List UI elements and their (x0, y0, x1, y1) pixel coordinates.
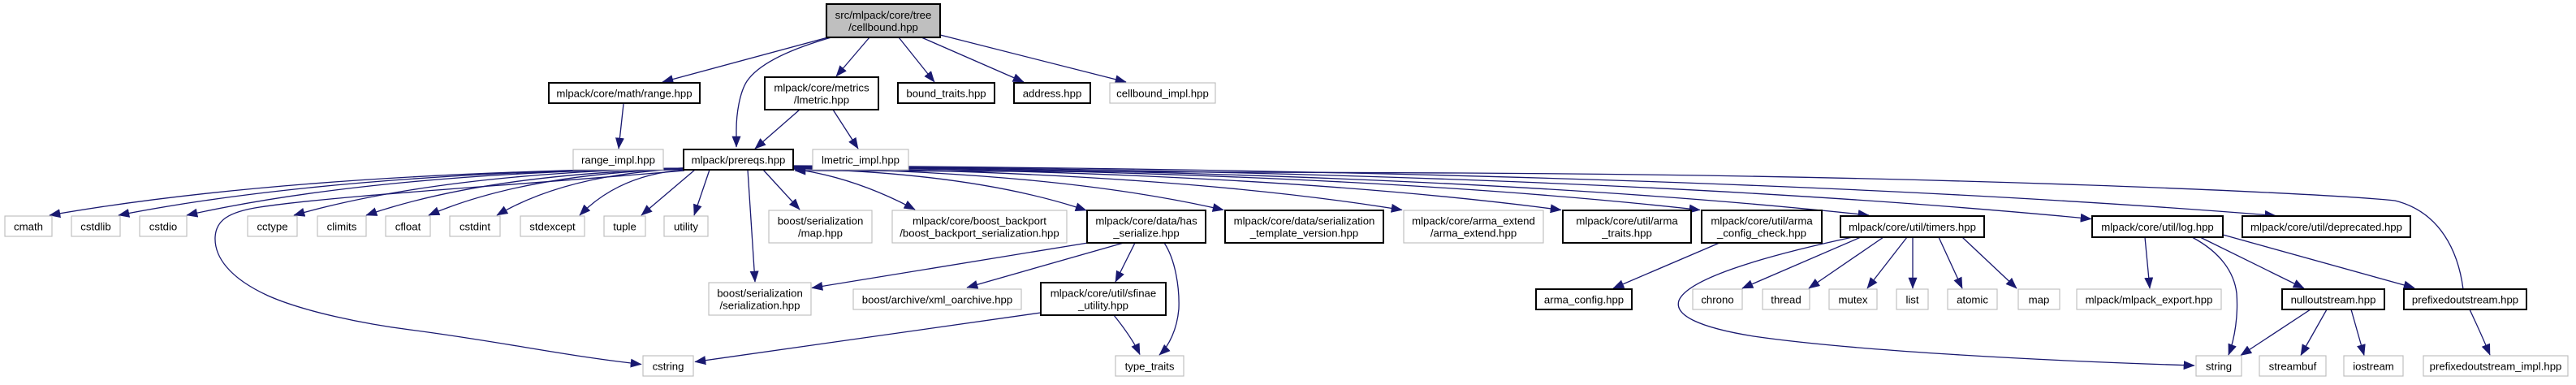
svg-text:thread: thread (1771, 293, 1801, 305)
svg-text:cfloat: cfloat (395, 220, 421, 232)
svg-text:atomic: atomic (1957, 293, 1988, 305)
svg-text:/lmetric.hpp: /lmetric.hpp (794, 93, 849, 106)
svg-text:utility: utility (674, 220, 698, 232)
svg-text:mlpack/core/boost_backport: mlpack/core/boost_backport (913, 214, 1046, 227)
svg-text:type_traits: type_traits (1125, 360, 1175, 372)
svg-text:prefixedoutstream_impl.hpp: prefixedoutstream_impl.hpp (2430, 360, 2562, 372)
svg-text:/serialization.hpp: /serialization.hpp (720, 299, 800, 311)
svg-text:/cellbound.hpp: /cellbound.hpp (848, 21, 918, 33)
svg-text:/boost_backport_serialization.: /boost_backport_serialization.hpp (900, 227, 1059, 239)
svg-text:cctype: cctype (257, 220, 287, 232)
svg-text:mlpack/core/util/arma: mlpack/core/util/arma (1711, 214, 1813, 227)
svg-text:boost/serialization: boost/serialization (778, 214, 864, 227)
svg-text:nulloutstream.hpp: nulloutstream.hpp (2291, 293, 2376, 305)
svg-text:boost/serialization: boost/serialization (717, 287, 803, 299)
svg-text:list: list (1905, 293, 1918, 305)
svg-text:mlpack/core/util/log.hpp: mlpack/core/util/log.hpp (2101, 221, 2214, 233)
svg-text:bound_traits.hpp: bound_traits.hpp (906, 87, 986, 99)
svg-text:src/mlpack/core/tree: src/mlpack/core/tree (835, 9, 932, 21)
svg-text:prefixedoutstream.hpp: prefixedoutstream.hpp (2412, 293, 2518, 305)
svg-text:_config_check.hpp: _config_check.hpp (1716, 227, 1806, 239)
svg-text:cstring: cstring (653, 360, 684, 372)
svg-text:climits: climits (327, 220, 357, 232)
svg-text:mlpack/core/metrics: mlpack/core/metrics (774, 81, 869, 93)
svg-text:address.hpp: address.hpp (1023, 87, 1082, 99)
svg-text:_utility.hpp: _utility.hpp (1077, 299, 1128, 311)
svg-text:cmath: cmath (14, 220, 43, 232)
svg-text:string: string (2206, 360, 2232, 372)
svg-text:tuple: tuple (613, 220, 636, 232)
svg-text:_traits.hpp: _traits.hpp (1601, 227, 1652, 239)
svg-text:mlpack/core/util/sfinae: mlpack/core/util/sfinae (1051, 287, 1156, 299)
svg-text:cstdio: cstdio (149, 220, 177, 232)
svg-text:cstdlib: cstdlib (80, 220, 110, 232)
svg-text:mlpack/core/arma_extend: mlpack/core/arma_extend (1412, 214, 1535, 227)
svg-text:streambuf: streambuf (2269, 360, 2317, 372)
svg-text:range_impl.hpp: range_impl.hpp (581, 154, 655, 166)
svg-text:boost/archive/xml_oarchive.hpp: boost/archive/xml_oarchive.hpp (862, 293, 1012, 305)
svg-text:cstdint: cstdint (460, 220, 490, 232)
svg-text:stdexcept: stdexcept (529, 220, 576, 232)
svg-text:cellbound_impl.hpp: cellbound_impl.hpp (1116, 87, 1209, 99)
svg-text:mlpack/core/data/serialization: mlpack/core/data/serialization (1234, 214, 1375, 227)
svg-text:iostream: iostream (2353, 360, 2394, 372)
svg-text:mlpack/core/util/arma: mlpack/core/util/arma (1576, 214, 1678, 227)
svg-text:/arma_extend.hpp: /arma_extend.hpp (1430, 227, 1517, 239)
svg-text:mlpack/core/util/deprecated.hp: mlpack/core/util/deprecated.hpp (2250, 221, 2402, 233)
svg-text:mlpack/core/util/timers.hpp: mlpack/core/util/timers.hpp (1849, 221, 1976, 233)
svg-text:arma_config.hpp: arma_config.hpp (1544, 293, 1624, 305)
svg-text:mutex: mutex (1839, 293, 1868, 305)
svg-text:mlpack/core/math/range.hpp: mlpack/core/math/range.hpp (556, 87, 692, 99)
svg-text:lmetric_impl.hpp: lmetric_impl.hpp (822, 154, 900, 166)
svg-text:/map.hpp: /map.hpp (798, 227, 843, 239)
svg-text:mlpack/core/data/has: mlpack/core/data/has (1095, 214, 1197, 227)
svg-text:map: map (2029, 293, 2050, 305)
svg-text:_serialize.hpp: _serialize.hpp (1112, 227, 1179, 239)
svg-text:chrono: chrono (1701, 293, 1733, 305)
svg-text:mlpack/prereqs.hpp: mlpack/prereqs.hpp (692, 154, 786, 166)
svg-text:mlpack/mlpack_export.hpp: mlpack/mlpack_export.hpp (2086, 293, 2213, 305)
svg-text:_template_version.hpp: _template_version.hpp (1249, 227, 1358, 239)
